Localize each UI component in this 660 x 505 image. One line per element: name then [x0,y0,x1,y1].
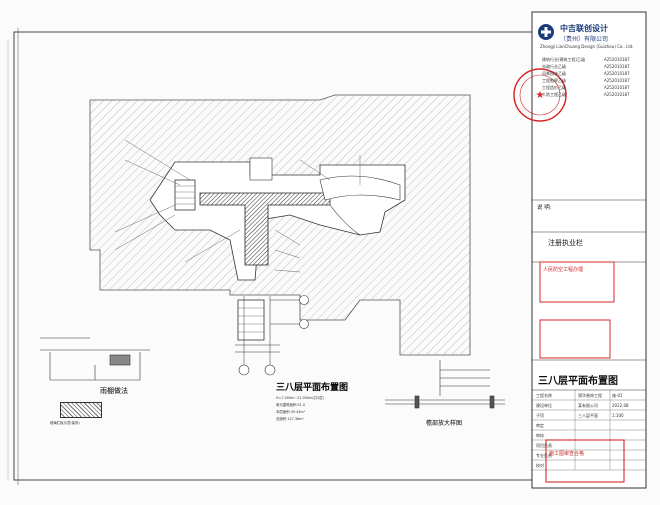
cert-label: 工程造价乙级 [542,85,566,90]
stamp-text-main: 人民防空工程办理 [543,267,584,273]
row-value: 某有限公司 [578,403,598,408]
review-stamp [539,319,611,359]
left-detail-title: 雨棚做法 [100,387,128,395]
cert-label: 人防工程乙级 [542,92,566,97]
cert-code: A252010187 [604,71,630,76]
right-detail-title: 檐部放大样图 [426,420,463,427]
svg-text:★: ★ [536,90,545,101]
axis-bubble-A [299,319,309,329]
cert-code: A252010187 [604,57,630,62]
approval-stamp [545,439,625,483]
cert-label: 市政行业乙级 [542,64,566,69]
cert-label: 建筑行业(建筑工程)乙级 [542,57,586,62]
row-key: 审核 [536,433,544,438]
company-name: 中吉联创设计 [560,24,608,33]
registration-label: 注册执业栏 [548,239,583,247]
axis-bubble-2 [264,364,276,376]
drawing-date: 2022.08 [612,403,629,408]
axis-bubble-B [299,295,309,305]
axis-bubble-1 [238,364,250,376]
legend-swatch [60,402,102,418]
row-value: 三八层平面 [578,413,598,418]
cert-code: A252010187 [604,64,630,69]
company-logo [538,24,554,40]
cert-code: A252010187 [604,92,630,97]
stair-core-bottom [237,299,265,341]
elevation-box [249,157,273,181]
row-key: 校对 [536,463,544,468]
cert-label: 风景园林乙级 [542,71,566,76]
plan-note: 单元建筑面积:51.0 [276,403,306,407]
canopy-detail [40,337,150,381]
stamp-text-review: 施工图审查合格 [549,451,585,457]
title-block-frame [531,11,647,489]
row-key: 项目负责 [536,443,552,448]
row-value: 锦华装饰工程 [578,393,602,398]
sheet-title: 三八层平面布置图 [538,376,618,387]
plan-title: 三八层平面布置图 [276,383,349,393]
plan-note: H=7.000m~22.000m(共5层) [276,396,324,400]
cert-code: A252010187 [604,78,630,83]
row-key: 子项 [536,413,544,418]
row-key: 建设单位 [536,403,552,408]
cert-label: 工程勘察乙级 [542,78,566,83]
legend-label: 玻璃栏板示意(装饰) [50,421,80,425]
note-label: 说 明: [537,205,552,211]
row-key: 专业负责 [536,453,552,458]
company-name-sub: （贵州）有限公司 [560,36,609,43]
eave-detail [385,360,505,409]
stair-core-left [174,179,196,211]
plan-note: 总面积:127.38m² [276,417,304,421]
drawing-scale: 1:100 [612,413,624,418]
hatched-site-area [89,94,471,356]
company-name-en: Zhongji LianChuang Design (Guizhou) Co.,… [540,44,634,49]
cert-code: A252010187 [604,85,630,90]
drawing-number: 施-01 [612,393,623,398]
round-seal: ★ [513,68,567,122]
row-key: 审定 [536,423,544,428]
row-key: 工程名称 [536,393,552,398]
plan-note: 本层面积:39.43m² [276,410,306,414]
registration-stamp [539,261,615,303]
